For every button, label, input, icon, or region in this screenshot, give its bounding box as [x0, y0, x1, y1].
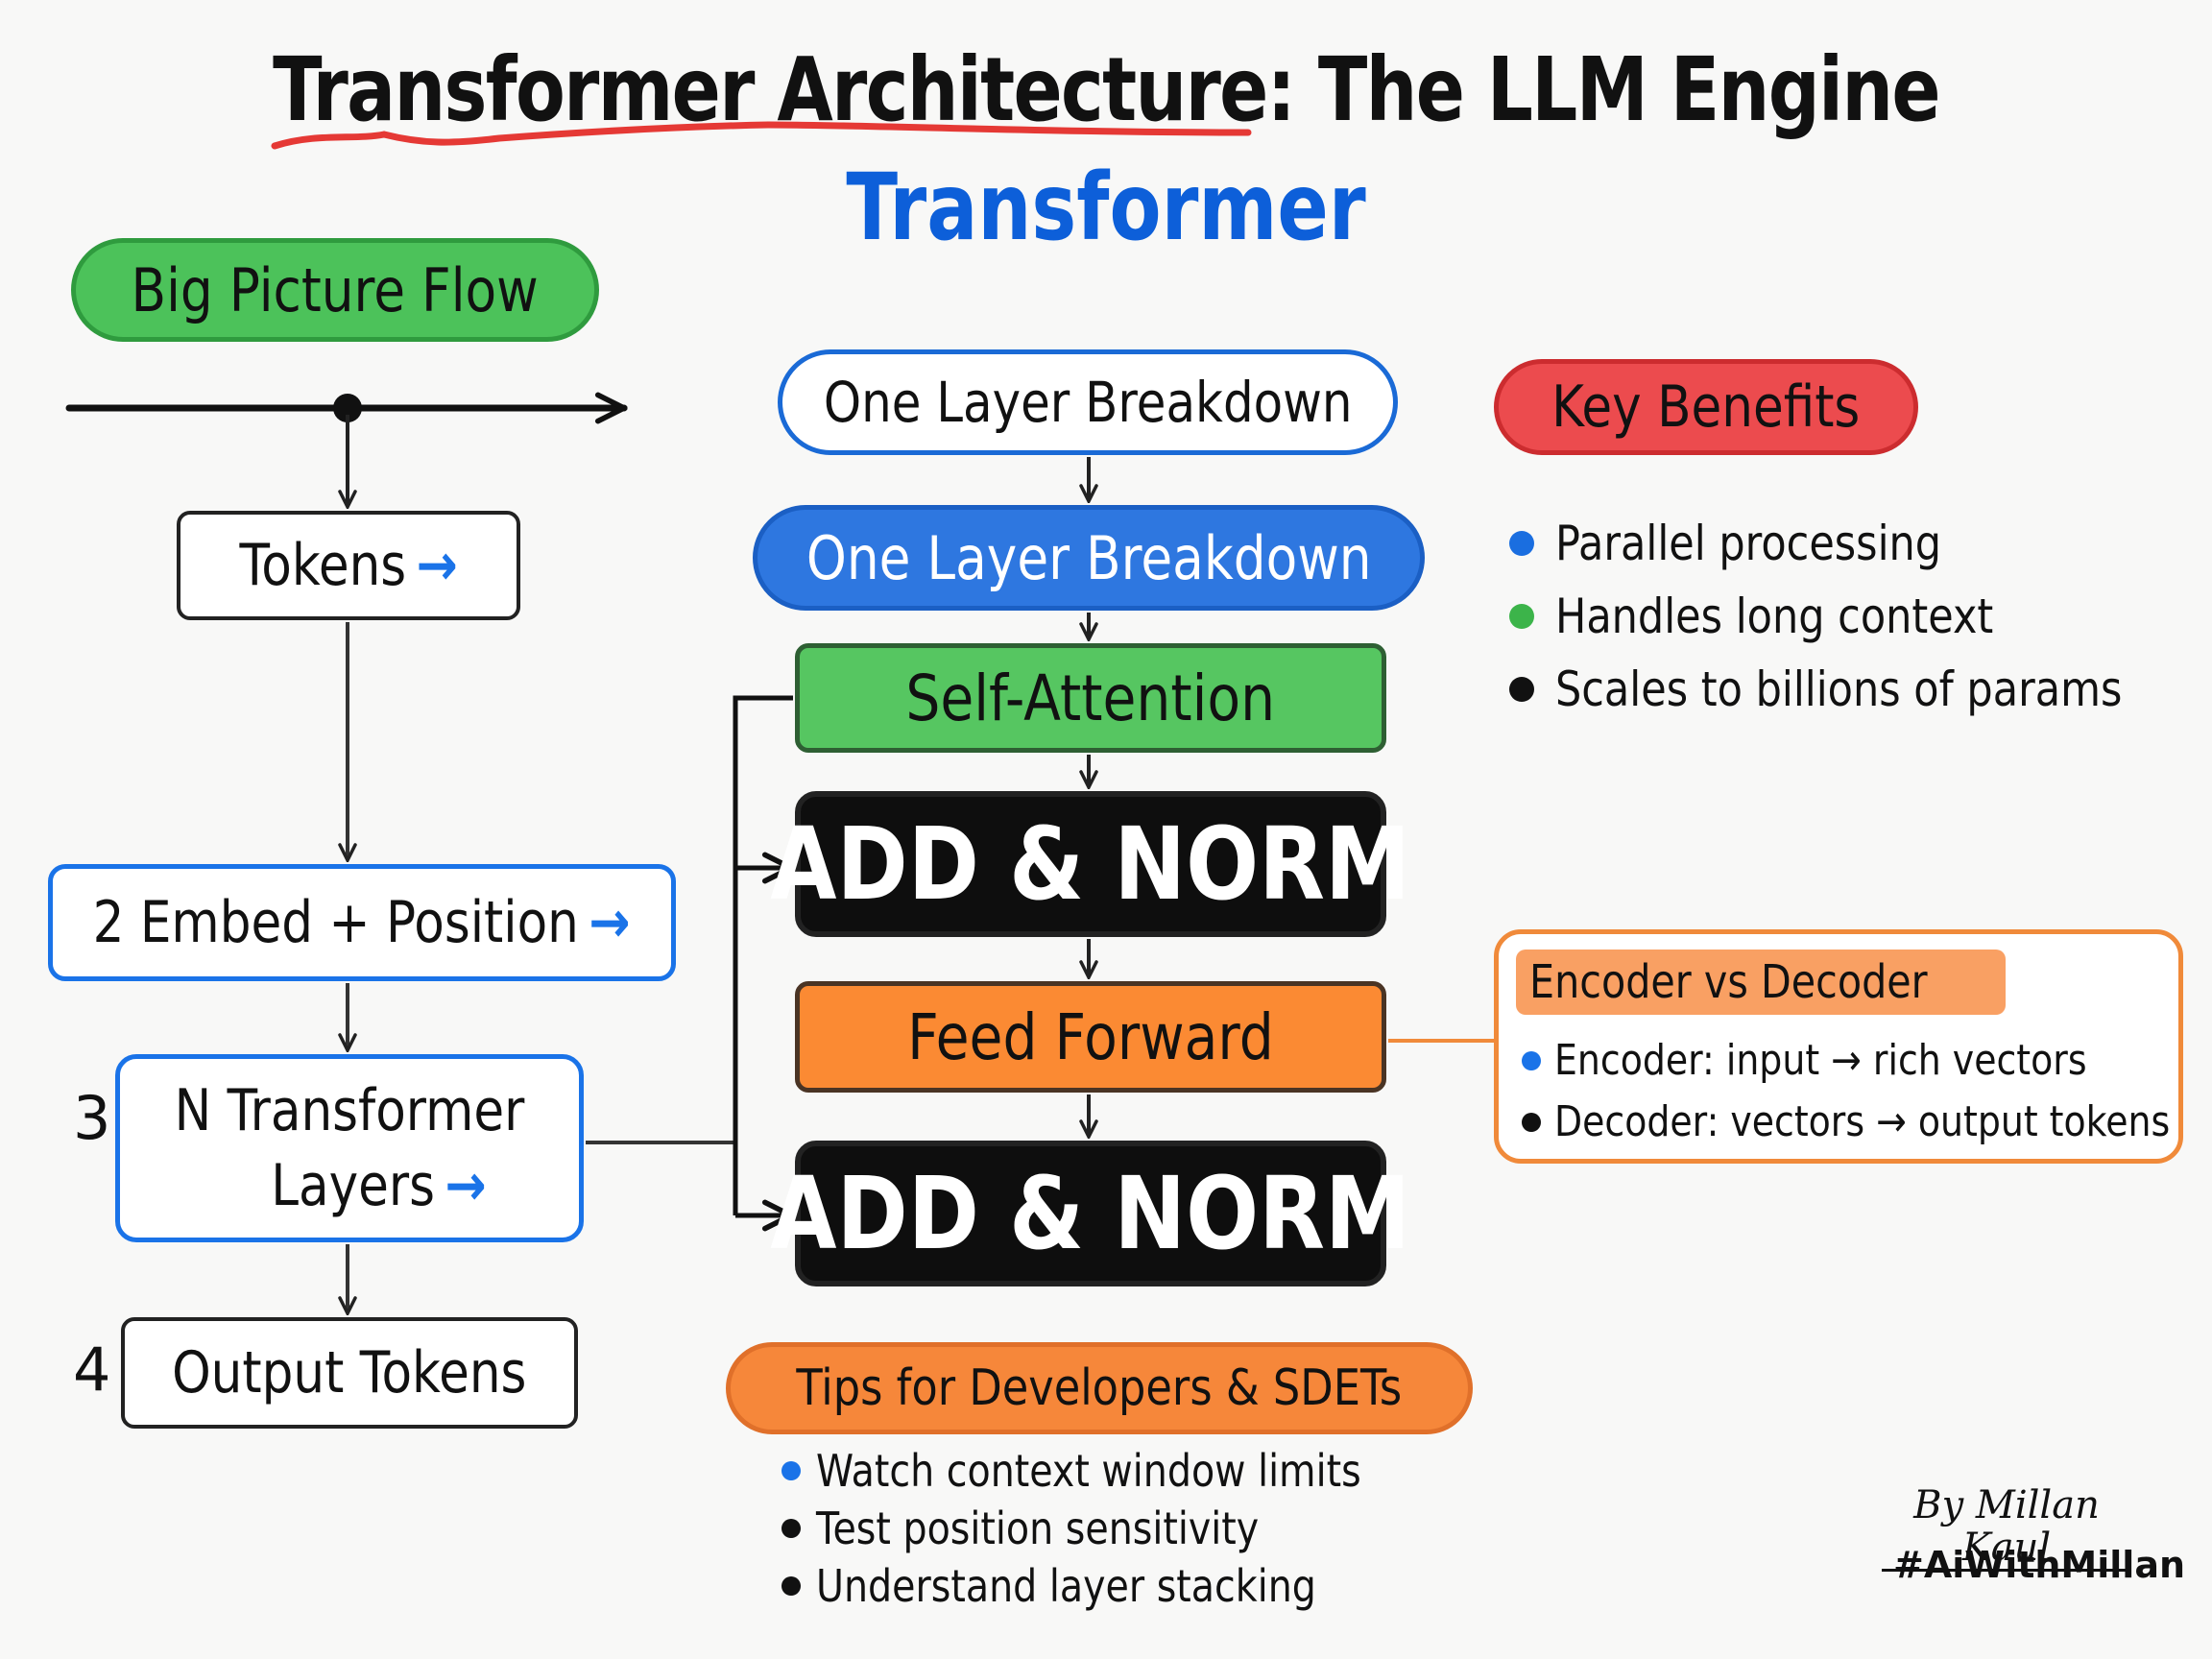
step-embed-position[interactable]: 2 Embed + Position→ [48, 864, 676, 981]
page-subtitle: Transformer [846, 154, 1366, 261]
step-label-line2: Layers [270, 1152, 435, 1219]
list-item: Test position sensitivity [781, 1500, 1450, 1557]
self-attention-block[interactable]: Self-Attention [795, 643, 1386, 753]
page-title: Transformer Architecture: The LLM Engine [273, 38, 1940, 141]
step-number: 4 [73, 1334, 111, 1405]
list-item-text: Handles long context [1555, 589, 1994, 644]
step-number: 3 [73, 1083, 111, 1153]
bullet-dot-icon [1522, 1113, 1541, 1132]
tips-label: Tips for Developers & SDETs [796, 1359, 1403, 1417]
block-label: ADD & NORM [770, 805, 1411, 923]
one-layer-breakdown-outline: One Layer Breakdown [778, 349, 1398, 455]
bullet-dot-icon [1509, 677, 1534, 702]
add-norm-block[interactable]: ADD & NORM [771, 791, 1410, 937]
one-layer-breakdown-label: One Layer Breakdown [823, 370, 1353, 435]
step-output-tokens[interactable]: Output Tokens [121, 1317, 578, 1429]
step-tokens[interactable]: Tokens→ [177, 511, 520, 620]
tips-list: Watch context window limits Test positio… [781, 1442, 1450, 1615]
step-label-line1: N Transformer [174, 1077, 525, 1144]
step-transformer-layers[interactable]: N Transformer Layers→ [115, 1054, 584, 1242]
bullet-dot-icon [1509, 604, 1534, 629]
list-item-text: Scales to billions of params [1555, 661, 2123, 717]
step-label: Output Tokens [172, 1339, 527, 1407]
list-item-text: Encoder: input → rich vectors [1554, 1036, 2087, 1085]
one-layer-breakdown-label: One Layer Breakdown [805, 522, 1372, 593]
list-item: Parallel processing [1509, 507, 2212, 580]
list-item: Handles long context [1509, 580, 2212, 653]
big-picture-flow-label: Big Picture Flow [131, 254, 540, 325]
arrow-right-icon: → [444, 1152, 487, 1219]
author-hashtag: #AiWithMillan [1893, 1544, 2186, 1586]
block-label: Feed Forward [907, 999, 1274, 1074]
list-item-text: Watch context window limits [816, 1445, 1361, 1497]
block-label: Self-Attention [905, 661, 1276, 735]
encoder-decoder-list: Encoder: input → rich vectors Decoder: v… [1522, 1030, 2212, 1153]
list-item-text: Parallel processing [1555, 516, 1942, 571]
encoder-decoder-label: Encoder vs Decoder [1516, 950, 2007, 1015]
key-benefits-badge: Key Benefits [1494, 359, 1918, 455]
tips-badge: Tips for Developers & SDETs [726, 1342, 1473, 1434]
bullet-dot-icon [781, 1461, 801, 1480]
key-benefits-list: Parallel processing Handles long context… [1509, 507, 2212, 726]
list-item: Understand layer stacking [781, 1557, 1450, 1615]
residual-bus [733, 695, 793, 1215]
list-item: Watch context window limits [781, 1442, 1450, 1500]
list-item-text: Test position sensitivity [816, 1503, 1260, 1554]
list-item: Encoder: input → rich vectors [1522, 1030, 2212, 1092]
timeline-node [333, 394, 362, 422]
bullet-dot-icon [1509, 531, 1534, 556]
list-item: Scales to billions of params [1509, 653, 2212, 726]
add-norm-block[interactable]: ADD & NORM [771, 1141, 1410, 1286]
author-signature: By Millan Kaul [1882, 1484, 2131, 1572]
step-label: Embed + Position [140, 889, 580, 956]
arrow-right-icon: → [589, 889, 631, 956]
list-item-text: Understand layer stacking [816, 1560, 1316, 1612]
block-label: ADD & NORM [770, 1155, 1411, 1272]
step-number: 2 [93, 889, 125, 956]
big-picture-flow-badge: Big Picture Flow [71, 238, 599, 342]
encoder-decoder-panel: Encoder vs Decoder Encoder: input → rich… [1494, 929, 2183, 1164]
list-item-text: Decoder: vectors → output tokens [1554, 1097, 2171, 1146]
bullet-dot-icon [781, 1576, 801, 1596]
one-layer-breakdown-filled: One Layer Breakdown [753, 505, 1425, 611]
arrow-right-icon: → [416, 532, 458, 599]
feed-forward-block[interactable]: Feed Forward [795, 981, 1386, 1093]
step-label: Tokens [239, 532, 407, 599]
list-item: Decoder: vectors → output tokens [1522, 1092, 2212, 1153]
bullet-dot-icon [781, 1519, 801, 1538]
key-benefits-label: Key Benefits [1551, 373, 1861, 441]
bullet-dot-icon [1522, 1051, 1541, 1070]
